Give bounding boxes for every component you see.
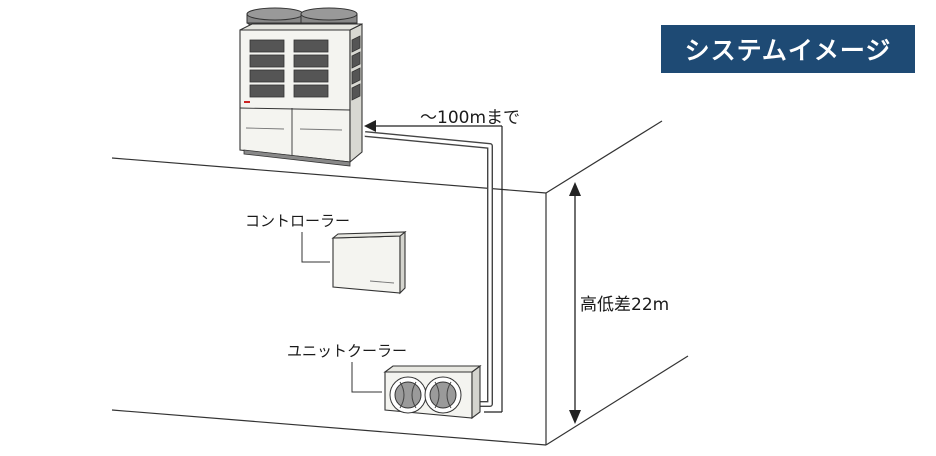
height-dimension-arrow [569, 182, 581, 424]
unit-cooler-label: ユニットクーラー [287, 342, 408, 360]
outdoor-unit-illustration [239, 7, 363, 167]
distance-label: ～100mまで [420, 108, 521, 128]
building-outline [111, 120, 689, 446]
leader-lines [301, 232, 382, 393]
height-difference-label: 高低差22m [580, 295, 670, 315]
controller-label: コントローラー [245, 212, 351, 230]
controller-illustration [331, 230, 407, 295]
distance-arrow [364, 120, 503, 413]
title-badge: システムイメージ [661, 25, 915, 73]
refrigerant-pipe [364, 131, 493, 407]
unit-cooler-illustration [383, 364, 482, 420]
